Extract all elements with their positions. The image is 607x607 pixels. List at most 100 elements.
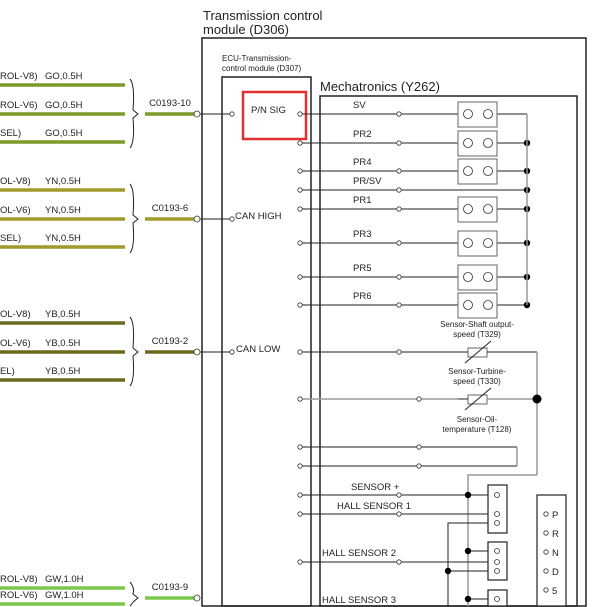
harness-group: ROL-V8)GO,0.5HROL-V6)GO,0.5HSEL)GO,0.5HC… [0, 71, 201, 607]
pin [396, 206, 402, 212]
hall-sensor-1-label: HALL SENSOR 1 [337, 501, 411, 512]
wire-spec: YN,0.5H [45, 176, 81, 187]
solenoid-terminal [483, 166, 493, 176]
ecu-pin [229, 216, 235, 222]
pin [297, 444, 303, 450]
sensor-shaft-label1: Sensor-Shaft output- [440, 320, 514, 329]
wire-variant: EL) [0, 366, 15, 377]
wire-spec: YB,0.5H [45, 338, 81, 349]
pin [297, 274, 303, 280]
ecu-box [221, 76, 312, 607]
pin [494, 511, 500, 517]
pin [396, 187, 402, 193]
wire-spec: YN,0.5H [45, 205, 81, 216]
pin [396, 168, 402, 174]
solenoid-label: PR4 [353, 157, 371, 168]
wire-variant: ROL-V8) [0, 71, 37, 82]
variable-arrow-icon [464, 387, 492, 411]
pin [297, 140, 303, 146]
pin [494, 568, 500, 574]
hall-sensor-2-label: HALL SENSOR 2 [322, 548, 396, 559]
ecu-label-line1: ECU-Transmission- [222, 54, 292, 63]
connector-pin [193, 594, 201, 602]
brace [129, 78, 139, 149]
module-title-line2: module (D306) [203, 22, 289, 37]
gear-pin [543, 511, 549, 517]
pin [396, 511, 402, 517]
hall-sensor-group: SENSOR + HALL SENSOR 1 HALL SENSOR 2 HAL… [297, 482, 508, 607]
wire-variant: SEL) [0, 128, 21, 139]
pin [396, 111, 402, 117]
pin [396, 349, 402, 355]
solenoid-terminal [463, 138, 473, 148]
highlight-box [241, 90, 308, 141]
pin [297, 492, 303, 498]
solenoid-label: PR1 [353, 195, 371, 206]
junction-dot [464, 491, 472, 499]
pin [297, 240, 303, 246]
wire-variant: ROL-V6) [0, 590, 37, 601]
pin [494, 596, 500, 602]
solenoid-terminal [483, 238, 493, 248]
gear-position-5: 5 [552, 586, 557, 597]
wire-variant: ROL-V8) [0, 574, 37, 585]
wire-variant: OL-V8) [0, 309, 31, 320]
wire-spec: GO,0.5H [45, 71, 83, 82]
pin [416, 463, 422, 469]
gear-position-D: D [552, 567, 559, 578]
connector-label: C0193-2 [152, 336, 188, 347]
connector-pin [193, 215, 201, 223]
sensor-shaft-label2: speed (T329) [453, 330, 501, 339]
pin-pn-sig: P/N SIG [251, 105, 286, 116]
wire-variant: OL-V6) [0, 338, 31, 349]
sensor-turbine-label2: speed (T330) [453, 377, 501, 386]
junction-dot [464, 547, 472, 555]
wire-variant: OL-V6) [0, 205, 31, 216]
variable-arrow-icon [464, 340, 492, 364]
ecu-pin [229, 111, 235, 117]
solenoid-terminal [463, 109, 473, 119]
junction-dot [444, 567, 452, 575]
solenoid-terminal [483, 138, 493, 148]
solenoid-label: PR3 [353, 229, 371, 240]
pin [297, 111, 303, 117]
ecu-pin [229, 349, 235, 355]
module-title-line1: Transmission control [203, 8, 323, 23]
pin-can-high: CAN HIGH [235, 211, 282, 222]
gear-pin [543, 568, 549, 574]
brace [129, 183, 139, 254]
pin [297, 559, 303, 565]
solenoid-label: SV [353, 100, 366, 111]
connector-label: C0193-6 [152, 203, 188, 214]
gear-position-R: R [552, 529, 559, 540]
wire-variant: OL-V8) [0, 176, 31, 187]
sensor-oil-label2: temperature (T128) [443, 425, 512, 434]
pin [297, 396, 303, 402]
pin-can-low: CAN LOW [236, 344, 280, 355]
pin [396, 140, 402, 146]
ecu-label-line2: control module (D307) [222, 64, 301, 73]
pin [416, 396, 422, 402]
solenoid-terminal [463, 166, 473, 176]
pin [396, 240, 402, 246]
solenoid-terminal [483, 204, 493, 214]
gear-pin [543, 549, 549, 555]
wire-spec: GW,1.0H [45, 574, 84, 585]
solenoid-terminal [463, 204, 473, 214]
wire-variant: SEL) [0, 233, 21, 244]
wire-spec: YB,0.5H [45, 366, 81, 377]
pin [494, 520, 500, 526]
connector-label: C0193-9 [152, 582, 188, 593]
pin [297, 349, 303, 355]
gear-position-switch [536, 494, 567, 607]
pin [297, 302, 303, 308]
solenoid-terminal [463, 300, 473, 310]
connector-label: C0193-10 [149, 98, 191, 109]
pin [494, 548, 500, 554]
connector-pin [193, 348, 201, 356]
hall-connector [487, 484, 508, 534]
gear-position-N: N [552, 548, 559, 559]
gear-position-P: P [552, 510, 558, 521]
